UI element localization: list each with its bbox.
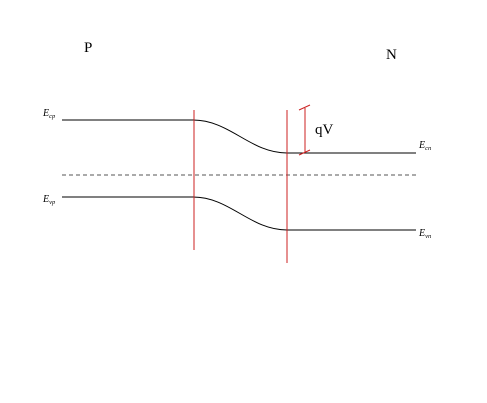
ecp-label-main: E: [42, 108, 49, 119]
n-region-label: N: [386, 47, 397, 63]
ecn-label: Ecn: [418, 140, 431, 152]
ecn-label-sub: cn: [425, 145, 431, 152]
evp-label: Evp: [42, 194, 56, 206]
evn-label: Evn: [418, 228, 431, 240]
evp-label-main: E: [42, 194, 49, 205]
evp-label-sub: vp: [49, 199, 56, 206]
valence-band-line: [62, 196, 416, 231]
p-region-label: P: [84, 40, 92, 56]
barrier-height-label: qV: [315, 122, 334, 138]
evn-label-main: E: [418, 228, 425, 239]
ecp-label-sub: cp: [49, 113, 56, 120]
conduction-band-line: [62, 119, 416, 154]
barrier-height-marker: [298, 104, 311, 156]
ecp-label: Ecp: [42, 108, 56, 120]
evn-label-sub: vn: [425, 233, 431, 240]
ecn-label-main: E: [418, 140, 425, 151]
